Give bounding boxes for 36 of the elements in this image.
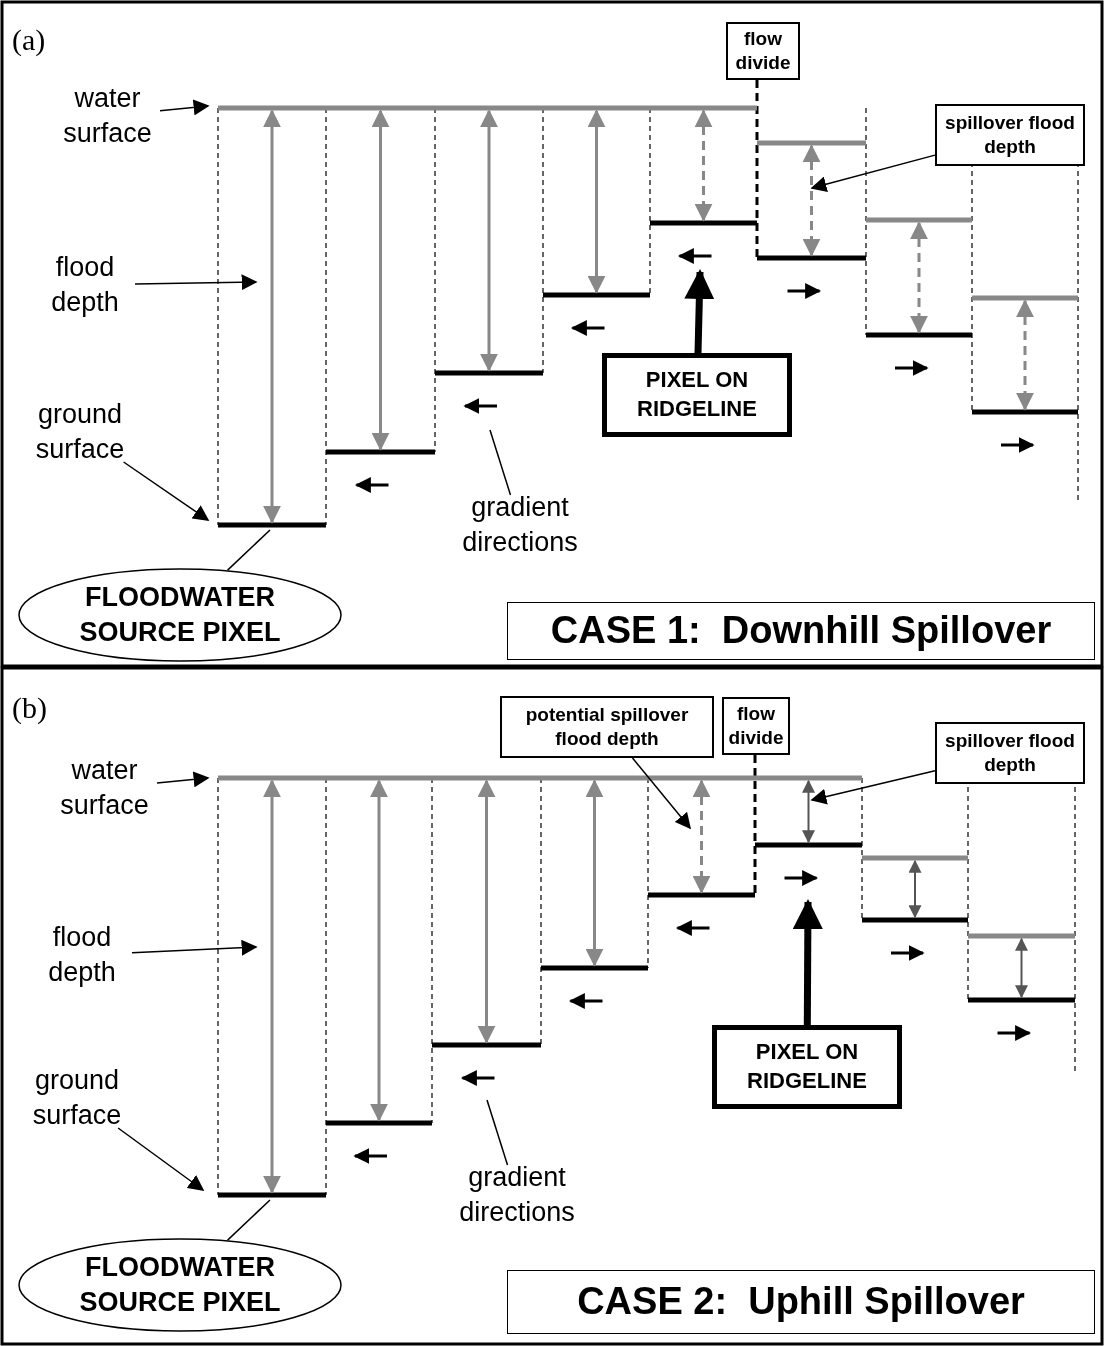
callout-box: spillover flood depth xyxy=(935,104,1085,166)
leader-arrow xyxy=(117,1127,205,1191)
leader-arrow xyxy=(159,99,210,116)
leader-arrow xyxy=(631,757,691,830)
callout-box: spillover flood depth xyxy=(935,722,1085,784)
case-title-box: CASE 1: Downhill Spillover xyxy=(507,602,1095,660)
oval-label: FLOODWATER SOURCE PIXEL xyxy=(18,568,342,662)
callout-box: PIXEL ON RIDGELINE xyxy=(602,353,792,437)
leader-arrow xyxy=(131,939,258,956)
panel-label: (b) xyxy=(12,689,47,726)
callout-box: flow divide xyxy=(726,22,800,80)
leader-line xyxy=(489,429,512,496)
callout-label: flood depth xyxy=(32,925,132,985)
callout-label: water surface xyxy=(52,760,157,816)
callout-label: water surface xyxy=(55,88,160,144)
case-title-box: CASE 2: Uphill Spillover xyxy=(507,1270,1095,1334)
leader-arrow xyxy=(122,461,210,521)
leader-arrow xyxy=(810,770,936,805)
callout-box: potential spillover flood depth xyxy=(500,696,714,758)
leader-arrow xyxy=(792,899,823,1026)
leader-line xyxy=(486,1099,509,1166)
callout-label: ground surface xyxy=(25,402,135,462)
leader-arrow xyxy=(684,269,715,354)
callout-label: ground surface xyxy=(22,1068,132,1128)
leader-arrow xyxy=(134,274,258,291)
callout-label: gradient directions xyxy=(440,495,600,555)
leader-arrow xyxy=(810,154,936,192)
oval-label: FLOODWATER SOURCE PIXEL xyxy=(18,1238,342,1332)
callout-box: PIXEL ON RIDGELINE xyxy=(712,1025,902,1109)
panel-label: (a) xyxy=(12,21,46,58)
leader-line xyxy=(226,529,271,571)
callout-box: flow divide xyxy=(722,697,790,755)
callout-label: flood depth xyxy=(35,255,135,315)
leader-line xyxy=(226,1199,271,1241)
leader-arrow xyxy=(156,771,210,788)
callout-label: gradient directions xyxy=(437,1165,597,1225)
